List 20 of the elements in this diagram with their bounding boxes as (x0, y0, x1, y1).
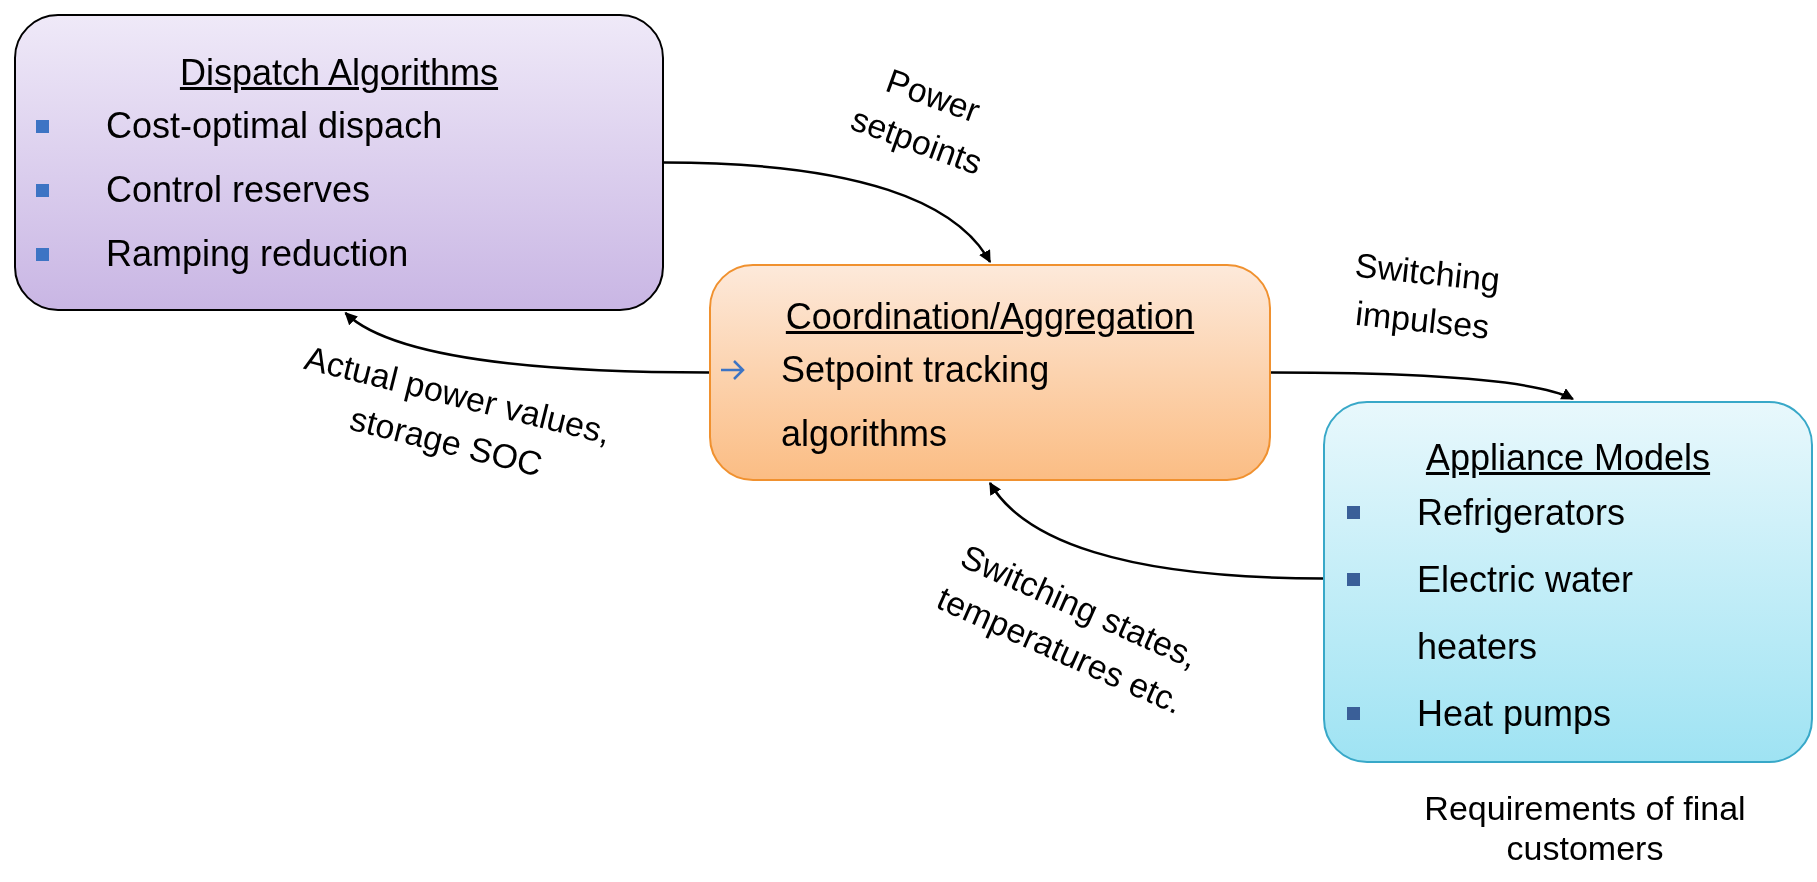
list-item: Electric water heaters (1417, 558, 1635, 669)
rounded-box (14, 14, 664, 311)
edge-label: Switching impulses (1352, 244, 1503, 348)
curved-arrow (1271, 371, 1575, 401)
list-item: Cost-optimal dispach (106, 104, 444, 148)
list-item: Setpoint tracking algorithms (781, 348, 1051, 456)
list-item: Ramping reduction (106, 232, 410, 276)
list-item: Control reserves (106, 168, 372, 212)
rounded-box (1323, 401, 1813, 763)
box-title: Coordination/Aggregation (784, 296, 1196, 338)
box-title: Appliance Models (1424, 437, 1712, 479)
list-item: Refrigerators (1417, 491, 1627, 535)
note-text: Requirements of final customers (1423, 788, 1747, 868)
curved-arrow (344, 312, 709, 374)
list-item: Heat pumps (1417, 692, 1613, 736)
curved-arrow (988, 482, 1323, 580)
rounded-box (709, 264, 1271, 481)
box-title: Dispatch Algorithms (178, 52, 500, 94)
curved-arrow (663, 161, 992, 264)
edge-label: Actual power values, storage SOC (300, 337, 616, 486)
